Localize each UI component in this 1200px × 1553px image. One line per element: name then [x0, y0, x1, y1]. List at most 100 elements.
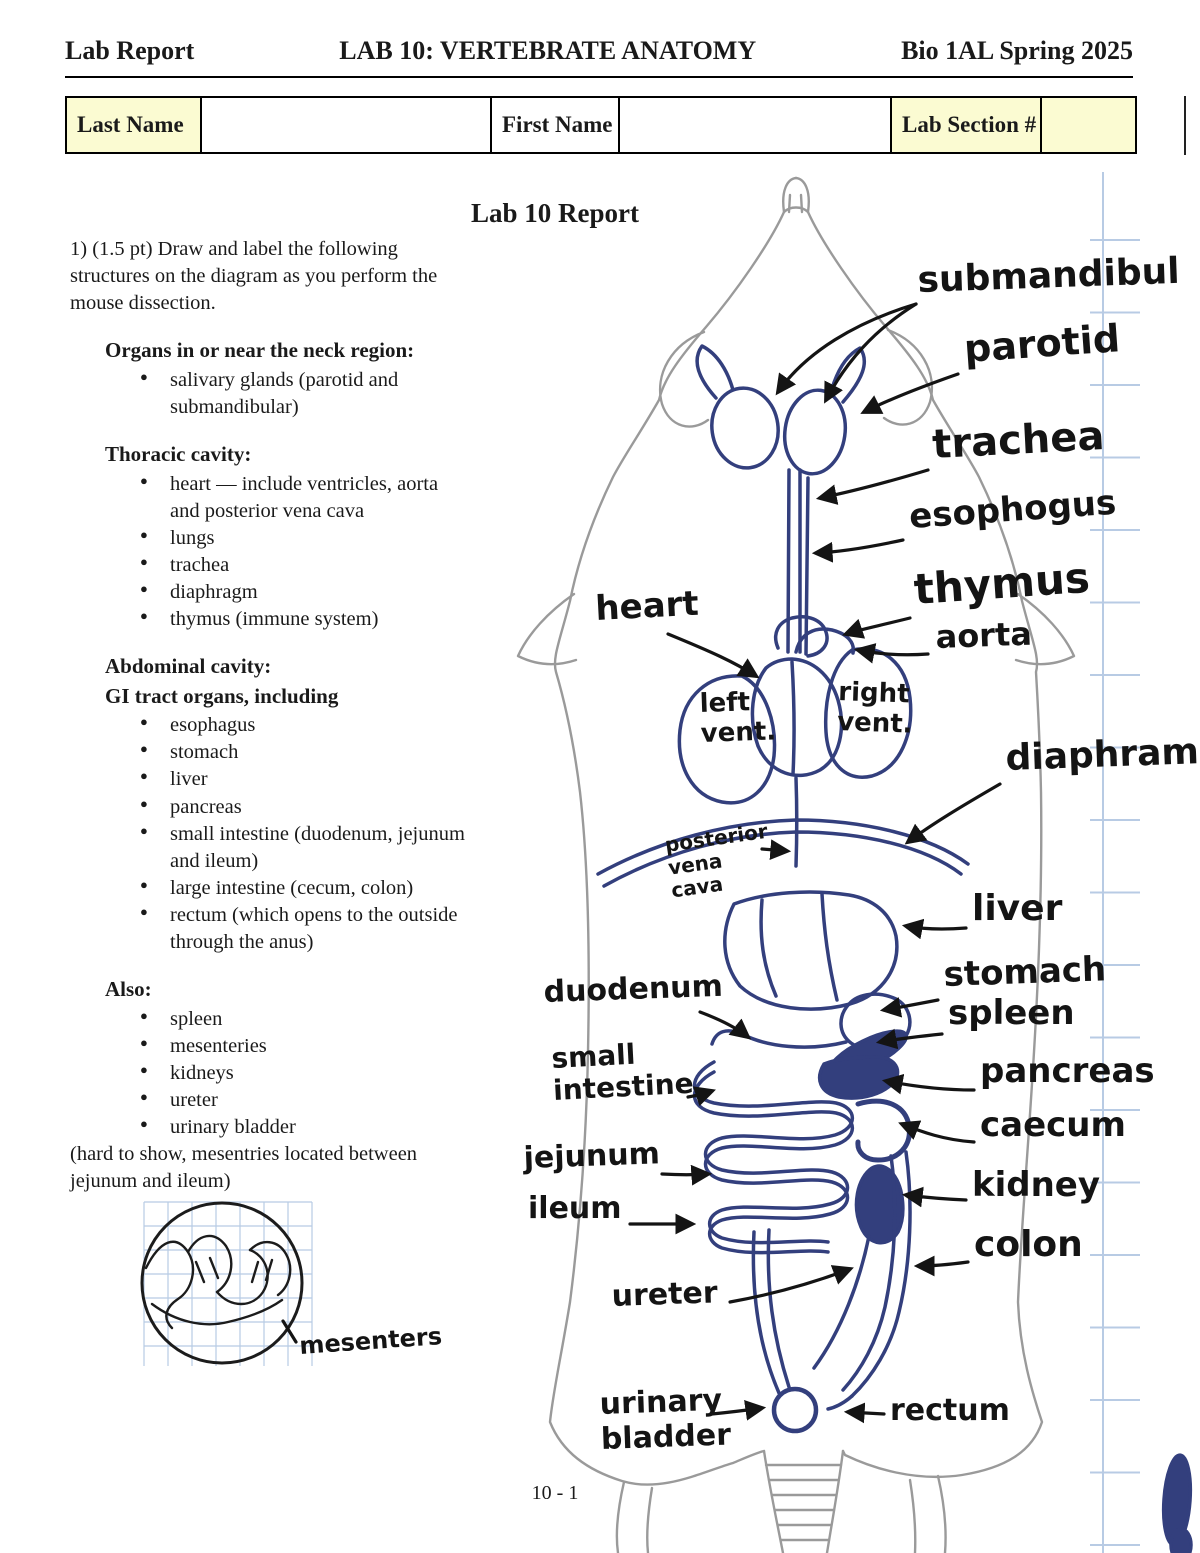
spleen-shape — [828, 1029, 908, 1077]
section-heading: Organs in or near the neck region: — [105, 338, 415, 363]
label-arrow-pancreas — [881, 1073, 976, 1095]
section-list: ● heart — include ventricles, aorta and p… — [70, 471, 472, 633]
list-item: ●kidneys — [140, 1060, 472, 1087]
lab-section-field[interactable] — [1042, 98, 1135, 152]
inset-graph-grid — [143, 1201, 313, 1366]
liver-lobe-lines — [759, 892, 839, 1002]
page-title: Lab 10 Report — [471, 198, 639, 229]
diagram-label-ileum: ileum — [528, 1191, 622, 1226]
list-item: ● liver — [140, 766, 472, 793]
label-arrow-aorta — [853, 643, 930, 664]
list-item: ●salivary glands (parotid and submandibu… — [140, 367, 472, 421]
diagram-label-trachea: trachea — [931, 413, 1105, 468]
list-item: ●stomach — [140, 739, 472, 766]
last-name-label: Last Name — [67, 98, 202, 152]
inset-intestine-squiggle-4 — [248, 1241, 292, 1297]
label-arrow-submandibular — [824, 302, 918, 404]
bullet-icon: ● — [140, 768, 148, 784]
caecum-shape — [855, 1098, 912, 1163]
list-item: ●pancreas — [140, 794, 472, 821]
bullet-icon: ● — [140, 741, 148, 757]
list-item-text: trachea — [170, 553, 230, 576]
report-section: Organs in or near the neck region: ●saliv… — [70, 337, 472, 421]
lab-section-label: Lab Section # — [892, 98, 1042, 152]
last-name-field[interactable] — [202, 98, 492, 152]
document-header: Lab Report LAB 10: VERTEBRATE ANATOMY Bi… — [65, 36, 1133, 78]
label-arrow-heart — [666, 632, 760, 679]
label-arrow-esophagus — [811, 538, 905, 563]
list-item-text: ureter — [170, 1088, 218, 1111]
list-item-text: liver — [170, 768, 208, 791]
section-heading: Also: — [105, 976, 152, 1001]
submandibular-gland-left — [710, 386, 780, 470]
intro-paragraph: 1) (1.5 pt) Draw and label the following… — [70, 238, 438, 315]
posterior-vena-cava-shape — [794, 776, 799, 868]
diagram-label-submandibular: submandibul — [917, 251, 1180, 301]
list-item-text: esophagus — [170, 714, 256, 737]
list-item: ● ureter — [140, 1087, 472, 1114]
bullet-icon: ● — [140, 1088, 148, 1104]
list-item-text: lungs — [170, 526, 215, 549]
report-section: Abdominal cavity:GI tract organs, includ… — [70, 653, 472, 956]
bullet-icon: ● — [140, 795, 148, 811]
diagram-label-caecum: caecum — [980, 1105, 1126, 1145]
rectum-shape — [826, 1394, 854, 1411]
label-arrow-liver — [901, 918, 968, 940]
trachea-shape — [786, 468, 802, 654]
diagram-label-jejunum: jejunum — [522, 1136, 660, 1176]
label-arrow-parotid — [860, 372, 960, 414]
diagram-label-heart: heart — [594, 584, 699, 629]
list-item-text: large intestine (cecum, colon) — [170, 876, 414, 899]
inset-membrane-wave — [150, 1298, 284, 1326]
bullet-icon: ● — [140, 553, 148, 569]
list-item: ●urinary bladder — [140, 1114, 472, 1141]
list-item: ●lungs — [140, 525, 472, 552]
body-outline-right — [794, 176, 1044, 1479]
label-arrow-urinary-bladder — [710, 1400, 767, 1421]
colon-shape — [841, 1150, 912, 1398]
mouse-body-outline — [516, 176, 1076, 1553]
right-forelimb — [1014, 592, 1076, 666]
thymus-shape — [773, 615, 829, 658]
body-outline-left — [548, 176, 798, 1486]
header-lab-title: LAB 10: VERTEBRATE ANATOMY — [339, 36, 757, 65]
inset-intestine-squiggle-3 — [215, 1248, 269, 1306]
bullet-icon: ● — [140, 1061, 148, 1077]
label-arrow-jejunum — [660, 1164, 713, 1186]
diagram-label-left-ventricle: leftvent. — [699, 686, 776, 749]
first-name-field[interactable] — [620, 98, 892, 152]
header-doc-type: Lab Report — [65, 36, 195, 65]
label-arrow-caecum — [898, 1120, 976, 1144]
diagram-label-colon: colon — [974, 1224, 1083, 1265]
list-item: ●spleen — [140, 1006, 472, 1033]
ink-blob — [1161, 1453, 1193, 1547]
liver-shape — [723, 890, 899, 1011]
report-section: Also:●spleen●mesenteries●kidneys●ureter●… — [70, 976, 472, 1141]
report-section: Thoracic cavity:●heart — include ventric… — [70, 441, 472, 633]
diagram-label-urinary-bladder: urinarybladder — [599, 1382, 732, 1457]
section-list: ●salivary glands (parotid and submandibu… — [70, 367, 472, 421]
bullet-icon: ● — [140, 822, 148, 838]
list-item-text: spleen — [170, 1007, 223, 1030]
section-list: ●spleen●mesenteries●kidneys●ureter●urina… — [70, 1006, 472, 1141]
label-arrow-submandibular — [775, 302, 918, 396]
diagram-label-rectum: rectum — [890, 1393, 1010, 1428]
heart-divider — [790, 660, 796, 776]
parotid-gland-left — [695, 344, 735, 400]
diagram-label-diaphragm: diaphram — [1005, 731, 1200, 779]
kidney-shape — [854, 1164, 905, 1245]
bullet-icon: ● — [140, 1034, 148, 1050]
diagram-label-spleen: spleen — [948, 993, 1075, 1033]
diagram-label-mesenteries: mesenters — [298, 1322, 442, 1360]
ink-blob-2 — [1169, 1527, 1193, 1553]
label-arrow-posterior-vena-cava — [760, 839, 792, 861]
ureter-shape — [751, 1228, 871, 1395]
organs-drawing — [596, 344, 1193, 1553]
section-subheading: GI tract organs, including — [105, 683, 339, 708]
urinary-bladder-shape — [771, 1386, 819, 1434]
list-item-text: heart — include ventricles, aorta and po… — [170, 472, 439, 522]
inset-hatching — [194, 1256, 274, 1284]
list-item: ●esophagus — [140, 712, 472, 739]
left-forelimb — [516, 592, 578, 666]
list-item-text: diaphragm — [170, 580, 258, 603]
